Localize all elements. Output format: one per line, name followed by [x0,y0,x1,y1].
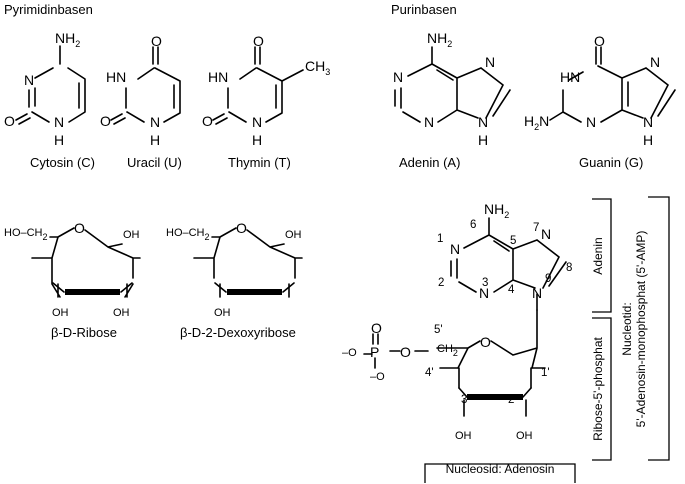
amp-pos-1: 1 [437,233,443,245]
guanine-amino-label: H2N [524,113,549,132]
ribose-c2-oh: OH [113,307,130,319]
cytosine-n3: N [24,72,34,88]
amp-c3-oh: OH [455,430,472,442]
uracil-structure: O HN O N H Uracil (U) [100,33,182,170]
uracil-h1: H [150,132,160,148]
guanine-n3: N [586,114,596,130]
amp-pos-8: 8 [566,262,572,274]
uracil-caption: Uracil (U) [127,155,182,170]
amp-n1: N [450,241,460,257]
pyrimidine-heading: Pyrimidinbasen [4,2,93,17]
deoxyribose-hoch2-label: HO–CH2 [166,227,210,242]
amp-pos-5: 5 [510,235,516,247]
cytosine-o2: O [4,113,15,129]
thymine-caption: Thymin (T) [228,155,291,170]
amp-phosphorus: P [370,344,379,360]
amp-n9: N [532,285,542,301]
amp-pos-7: 7 [533,222,539,234]
ribose-phosphate-bracket-label: Ribose-5'-phosphat [591,336,605,440]
amp-phosphate-o-minus-left: –O [342,347,357,359]
amp-pos-3prime: 3' [461,394,470,406]
nucleoside-bracket-label: Nucleosid: Adenosin [446,462,555,476]
amp-pos-6: 6 [470,219,476,231]
guanine-o6: O [594,33,605,49]
thymine-n1: N [252,114,262,130]
thymine-methyl-label: CH3 [305,58,330,77]
amp-pos-4prime: 4' [425,367,434,379]
amp-pos-2prime: 2' [508,394,517,406]
amp-pos-1prime: 1' [541,367,550,379]
adenine-n7: N [485,54,495,70]
amp-ring-o: O [480,334,491,350]
amp-c2-oh: OH [516,430,533,442]
deoxyribose-structure: HO–CH2 O OH OH β-D-2-Dexoxyribose [166,220,303,340]
uracil-o4: O [151,33,162,49]
nucleoside-bracket: Nucleosid: Adenosin [424,462,576,483]
amp-pos-4: 4 [508,284,515,296]
thymine-structure: O CH3 HN O N H Thymin (T) [202,33,330,170]
ribose-c1-oh: OH [123,229,140,241]
cytosine-structure: NH2 N O N H Cytosin (C) [4,30,95,170]
ribose-phosphate-bracket: Ribose-5'-phosphat [591,317,612,461]
adenine-h9: H [478,132,488,148]
purine-heading: Purinbasen [391,2,457,17]
amp-pos-9: 9 [545,273,551,285]
adenine-bracket-label: Adenin [591,237,605,274]
adenine-bracket: Adenin [591,198,612,313]
amp-n7: N [541,226,551,242]
thymine-h1: H [252,132,262,148]
ribose-c3-oh: OH [52,307,69,319]
adenine-caption: Adenin (A) [399,155,460,170]
ribose-structure: HO–CH2 O OH OH OH β-D-Ribose [4,220,141,340]
amp-phosphate-o-top: O [371,320,382,336]
guanine-caption: Guanin (G) [579,155,643,170]
nucleotide-bracket-label-1: Nucleotid: [620,302,634,355]
thymine-o4: O [253,33,264,49]
amp-structure: NH2 N N N N 1 2 3 4 5 6 7 8 9 O –O P O –… [342,201,572,442]
amp-phosphate-o-minus-bottom: –O [370,371,385,383]
cytosine-n1: N [54,114,64,130]
amp-n3: N [479,285,489,301]
uracil-o2: O [100,113,111,129]
ribose-hoch2-label: HO–CH2 [4,227,48,242]
amp-pos-5prime: 5' [434,324,443,336]
guanine-n7: N [650,54,660,70]
guanine-n9: N [643,114,653,130]
deoxyribose-c3-oh: OH [214,307,231,319]
amp-ch2-label: CH2 [437,343,458,358]
adenine-n1: N [393,69,403,85]
deoxyribose-caption: β-D-2-Dexoxyribose [180,325,296,340]
deoxyribose-ring-o: O [236,220,247,236]
cytosine-amino-label: NH2 [55,30,80,49]
cytosine-h1: H [54,132,64,148]
cytosine-caption: Cytosin (C) [30,155,95,170]
uracil-n3: HN [106,69,126,85]
amp-amino-label: NH2 [484,201,509,220]
ribose-ring-o: O [74,220,85,236]
guanine-n1: HN [560,69,580,85]
nucleotide-bracket-label-2: 5'-Adenosin-monophosphat (5'-AMP) [634,231,648,428]
uracil-n1: N [150,114,160,130]
nucleotide-bracket: Nucleotid: 5'-Adenosin-monophosphat (5'-… [620,196,670,461]
adenine-n9: N [478,114,488,130]
amp-pos-2: 2 [438,277,444,289]
thymine-o2: O [202,113,213,129]
guanine-h9: H [643,132,653,148]
ribose-caption: β-D-Ribose [51,325,117,340]
amp-pos-3: 3 [482,277,488,289]
amp-phosphate-ester-o: O [400,344,411,360]
adenine-amino-label: NH2 [427,30,452,49]
guanine-structure: O HN H2N N N N H Guanin (G) [524,33,676,170]
adenine-structure: NH2 N N N N H Adenin (A) [393,30,511,170]
deoxyribose-c1-oh: OH [285,229,302,241]
thymine-n3: HN [208,69,228,85]
adenine-n3: N [424,114,434,130]
